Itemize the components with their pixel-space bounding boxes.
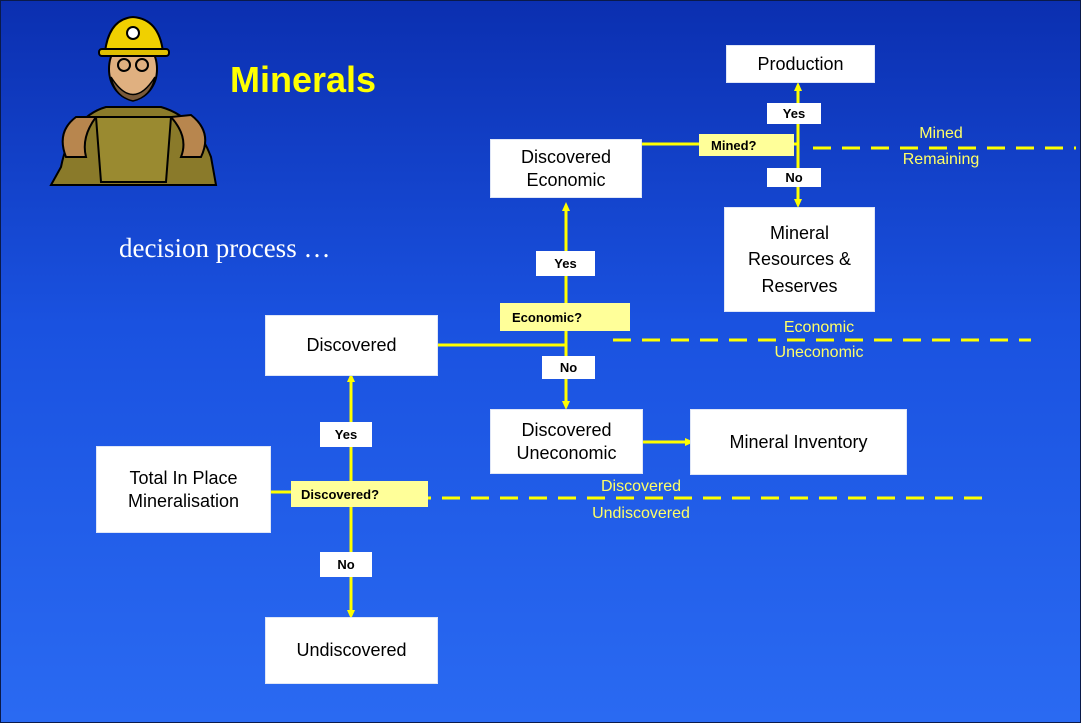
box-undiscovered: Undiscovered [265,617,438,684]
box-discovered: Discovered [265,315,438,376]
box-mineral-inventory: Mineral Inventory [690,409,907,475]
question-discovered: Discovered? [291,481,428,507]
slide-subtitle: decision process … [119,233,331,263]
zone-label-undiscovered: Undiscovered [592,505,690,522]
answer-economic-yes: Yes [536,251,595,276]
box-production: Production [726,45,875,83]
answer-mined-no: No [767,168,821,187]
answer-mined-yes: Yes [767,103,821,124]
box-mineral-resources-reserves: Mineral Resources & Reserves [724,207,875,312]
zone-label-remaining: Remaining [902,151,980,168]
zone-label-discovered: Discovered [600,478,682,495]
box-discovered-economic: Discovered Economic [490,139,642,198]
answer-discovered-no: No [320,552,372,577]
miner-clipart [49,15,218,186]
zone-label-uneconomic: Uneconomic [774,344,864,361]
answer-discovered-yes: Yes [320,422,372,447]
question-mined: Mined? [699,134,794,156]
question-economic: Economic? [500,303,630,331]
zone-label-economic: Economic [783,319,855,336]
box-discovered-uneconomic: Discovered Uneconomic [490,409,643,474]
answer-economic-no: No [542,356,595,379]
box-total-in-place: Total In Place Mineralisation [96,446,271,533]
slide-title: Minerals [230,59,377,100]
zone-label-mined: Mined [919,125,963,142]
